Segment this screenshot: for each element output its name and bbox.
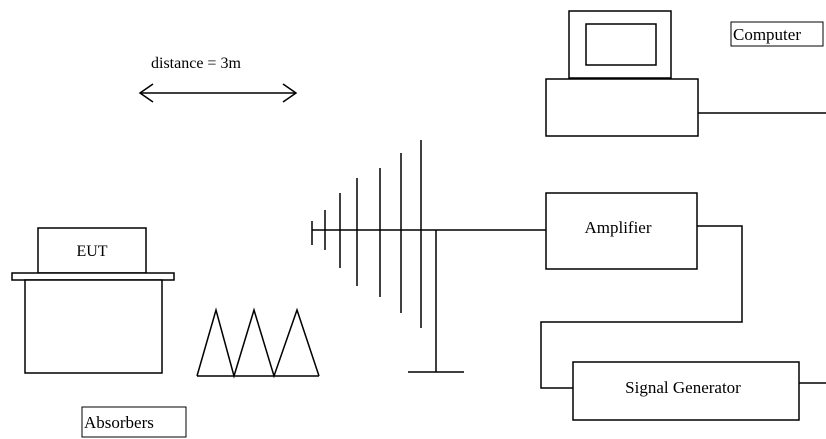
absorbers-label-text: Absorbers	[84, 413, 154, 432]
computer-base-unit	[545, 78, 699, 137]
eut-table	[11, 272, 175, 374]
eut-label: EUT	[76, 243, 107, 260]
computer-monitor	[568, 10, 672, 79]
absorbers-label-frame	[81, 406, 187, 438]
distance-double-arrow	[138, 83, 298, 103]
log-periodic-antenna	[311, 140, 546, 373]
monitor-screen	[585, 23, 657, 66]
absorbers-label: Absorbers	[81, 406, 187, 438]
eut-device: EUT	[37, 227, 147, 274]
signal-generator-label: Signal Generator	[625, 378, 741, 397]
eut-box	[37, 227, 147, 274]
amplifier-signal-generator-cable	[540, 225, 743, 389]
amplifier-label: Amplifier	[584, 218, 651, 237]
table-top	[11, 272, 175, 281]
computer-label-frame	[730, 21, 824, 47]
amplifier-box	[545, 192, 698, 270]
amplifier: Amplifier	[545, 192, 698, 270]
absorber-cones	[196, 307, 320, 379]
computer-label: Computer	[730, 21, 824, 47]
computer-label-text: Computer	[733, 25, 801, 44]
absorber-cones-outline	[196, 307, 320, 379]
signal-generator-box	[572, 361, 800, 421]
table-base	[24, 279, 163, 374]
signal-generator: Signal Generator	[572, 361, 800, 421]
distance-label: distance = 3m	[151, 55, 241, 72]
